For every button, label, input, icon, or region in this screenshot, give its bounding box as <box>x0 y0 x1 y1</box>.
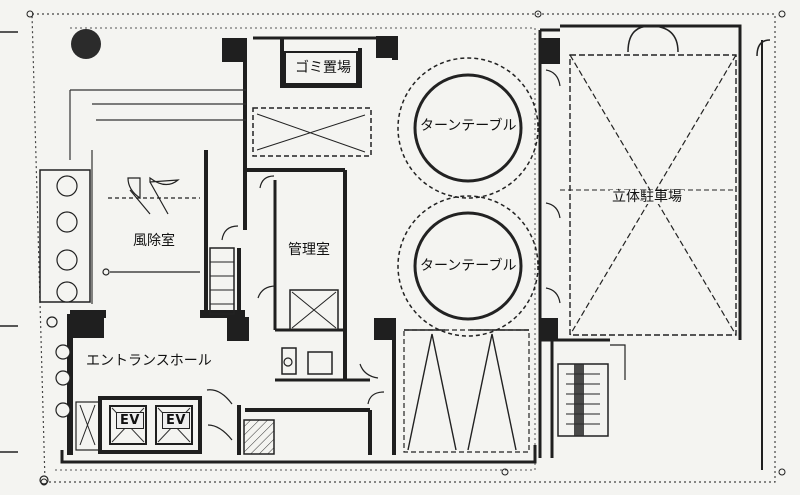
turntable-bottom-label: ターンテーブル <box>420 258 517 274</box>
turntables <box>397 57 539 337</box>
tree-icon <box>55 344 71 360</box>
windbreak-door <box>108 176 200 273</box>
inner-boundary <box>52 27 536 471</box>
column-icon <box>540 318 558 340</box>
tree-icon <box>46 316 58 328</box>
parking-label: 立体駐車場 <box>610 189 684 205</box>
tree-icon <box>55 370 71 386</box>
turntable-top-inner <box>413 73 523 183</box>
elevator-right-label: EV <box>162 412 190 429</box>
trees <box>39 175 110 485</box>
column-icon <box>374 318 396 340</box>
column-icon <box>376 36 398 58</box>
column-icon <box>222 38 244 62</box>
tree-icon <box>56 175 78 197</box>
windbreak-room-label: 風除室 <box>133 233 175 249</box>
tree-icon <box>56 281 78 303</box>
storage-box <box>252 107 372 157</box>
column-icon <box>227 317 249 341</box>
column-icon <box>72 318 104 338</box>
turntable-top-label: ターンテーブル <box>420 118 517 134</box>
tree-icon <box>56 249 78 271</box>
columns <box>72 36 560 341</box>
garbage-room-label: ゴミ置場 <box>295 60 351 76</box>
tree-icon <box>39 475 49 485</box>
site-boundary <box>31 13 776 483</box>
elevator-left-label: EV <box>116 412 144 429</box>
tree-icon <box>102 268 110 276</box>
tree-icon <box>56 211 78 233</box>
parking-area <box>569 54 737 336</box>
management-room-label: 管理室 <box>288 242 330 258</box>
turntable-bottom-outer <box>397 195 539 337</box>
entrance-hall-label: エントランスホール <box>86 353 212 369</box>
tree-icon <box>55 402 71 418</box>
turntable-top-outer <box>397 57 539 199</box>
turntable-bottom-inner <box>413 211 523 321</box>
column-icon <box>540 38 560 64</box>
drive-lane-box <box>403 329 530 453</box>
corner-column-icon <box>71 29 101 59</box>
